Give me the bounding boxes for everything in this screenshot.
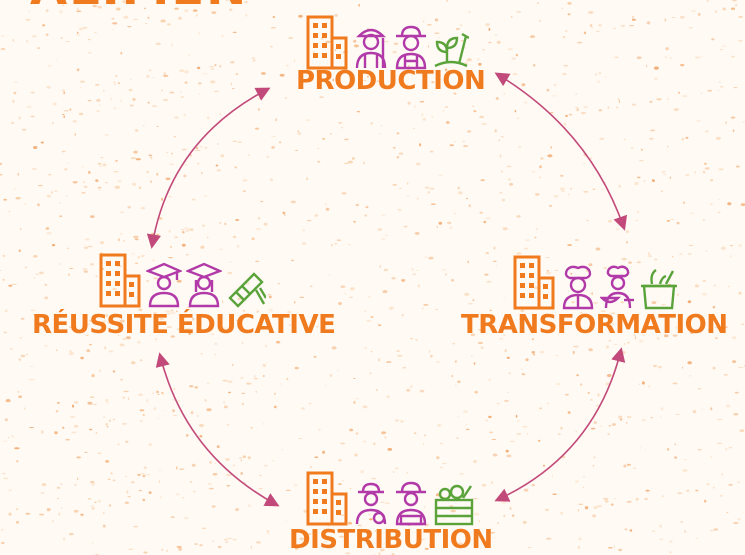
produce-crate-icon <box>433 482 475 526</box>
arrow-distribution-reussite <box>155 352 280 507</box>
graduate-woman-icon <box>186 262 222 308</box>
distribution-icons <box>305 470 475 526</box>
reussite-educative-label: RÉUSSITE ÉDUCATIVE <box>32 310 336 340</box>
seedling-trowel-icon <box>433 30 469 70</box>
chef-icon <box>560 264 596 310</box>
diploma-icon <box>226 268 266 308</box>
pot-icon <box>640 268 678 310</box>
farmer-woman-icon <box>353 24 389 70</box>
vendor-woman-icon <box>353 480 389 526</box>
transformation-icons <box>512 254 678 310</box>
reussite-icons <box>98 252 266 308</box>
cook-with-bowl-icon <box>600 264 636 310</box>
building-icon <box>305 470 349 526</box>
arrow-production-transformation <box>494 72 628 231</box>
farmer-man-icon <box>393 24 429 70</box>
arrow-transformation-distribution <box>494 347 626 502</box>
vendor-man-icon <box>393 480 429 526</box>
production-icons <box>305 14 469 70</box>
graduate-man-icon <box>146 262 182 308</box>
production-label: PRODUCTION <box>296 66 486 96</box>
building-icon <box>98 252 142 308</box>
building-icon <box>512 254 556 310</box>
cropped-heading: ALIMENTAIRE <box>30 0 260 10</box>
distribution-label: DISTRIBUTION <box>289 525 493 555</box>
arrow-reussite-production <box>146 87 271 249</box>
building-icon <box>305 14 349 70</box>
transformation-label: TRANSFORMATION <box>461 310 728 340</box>
